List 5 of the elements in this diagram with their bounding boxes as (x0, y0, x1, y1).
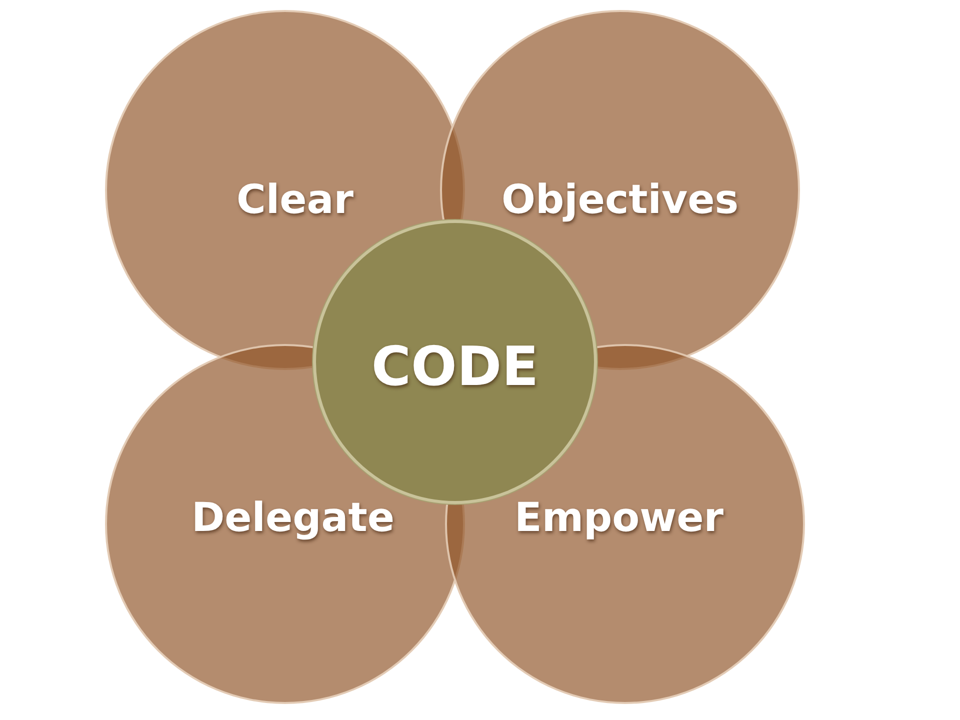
circle-label: Delegate (191, 495, 395, 541)
circle-label: Clear (236, 177, 354, 223)
circle-label: Objectives (501, 177, 739, 223)
circle-label: Empower (514, 495, 724, 541)
circle-label: CODE (371, 334, 539, 398)
